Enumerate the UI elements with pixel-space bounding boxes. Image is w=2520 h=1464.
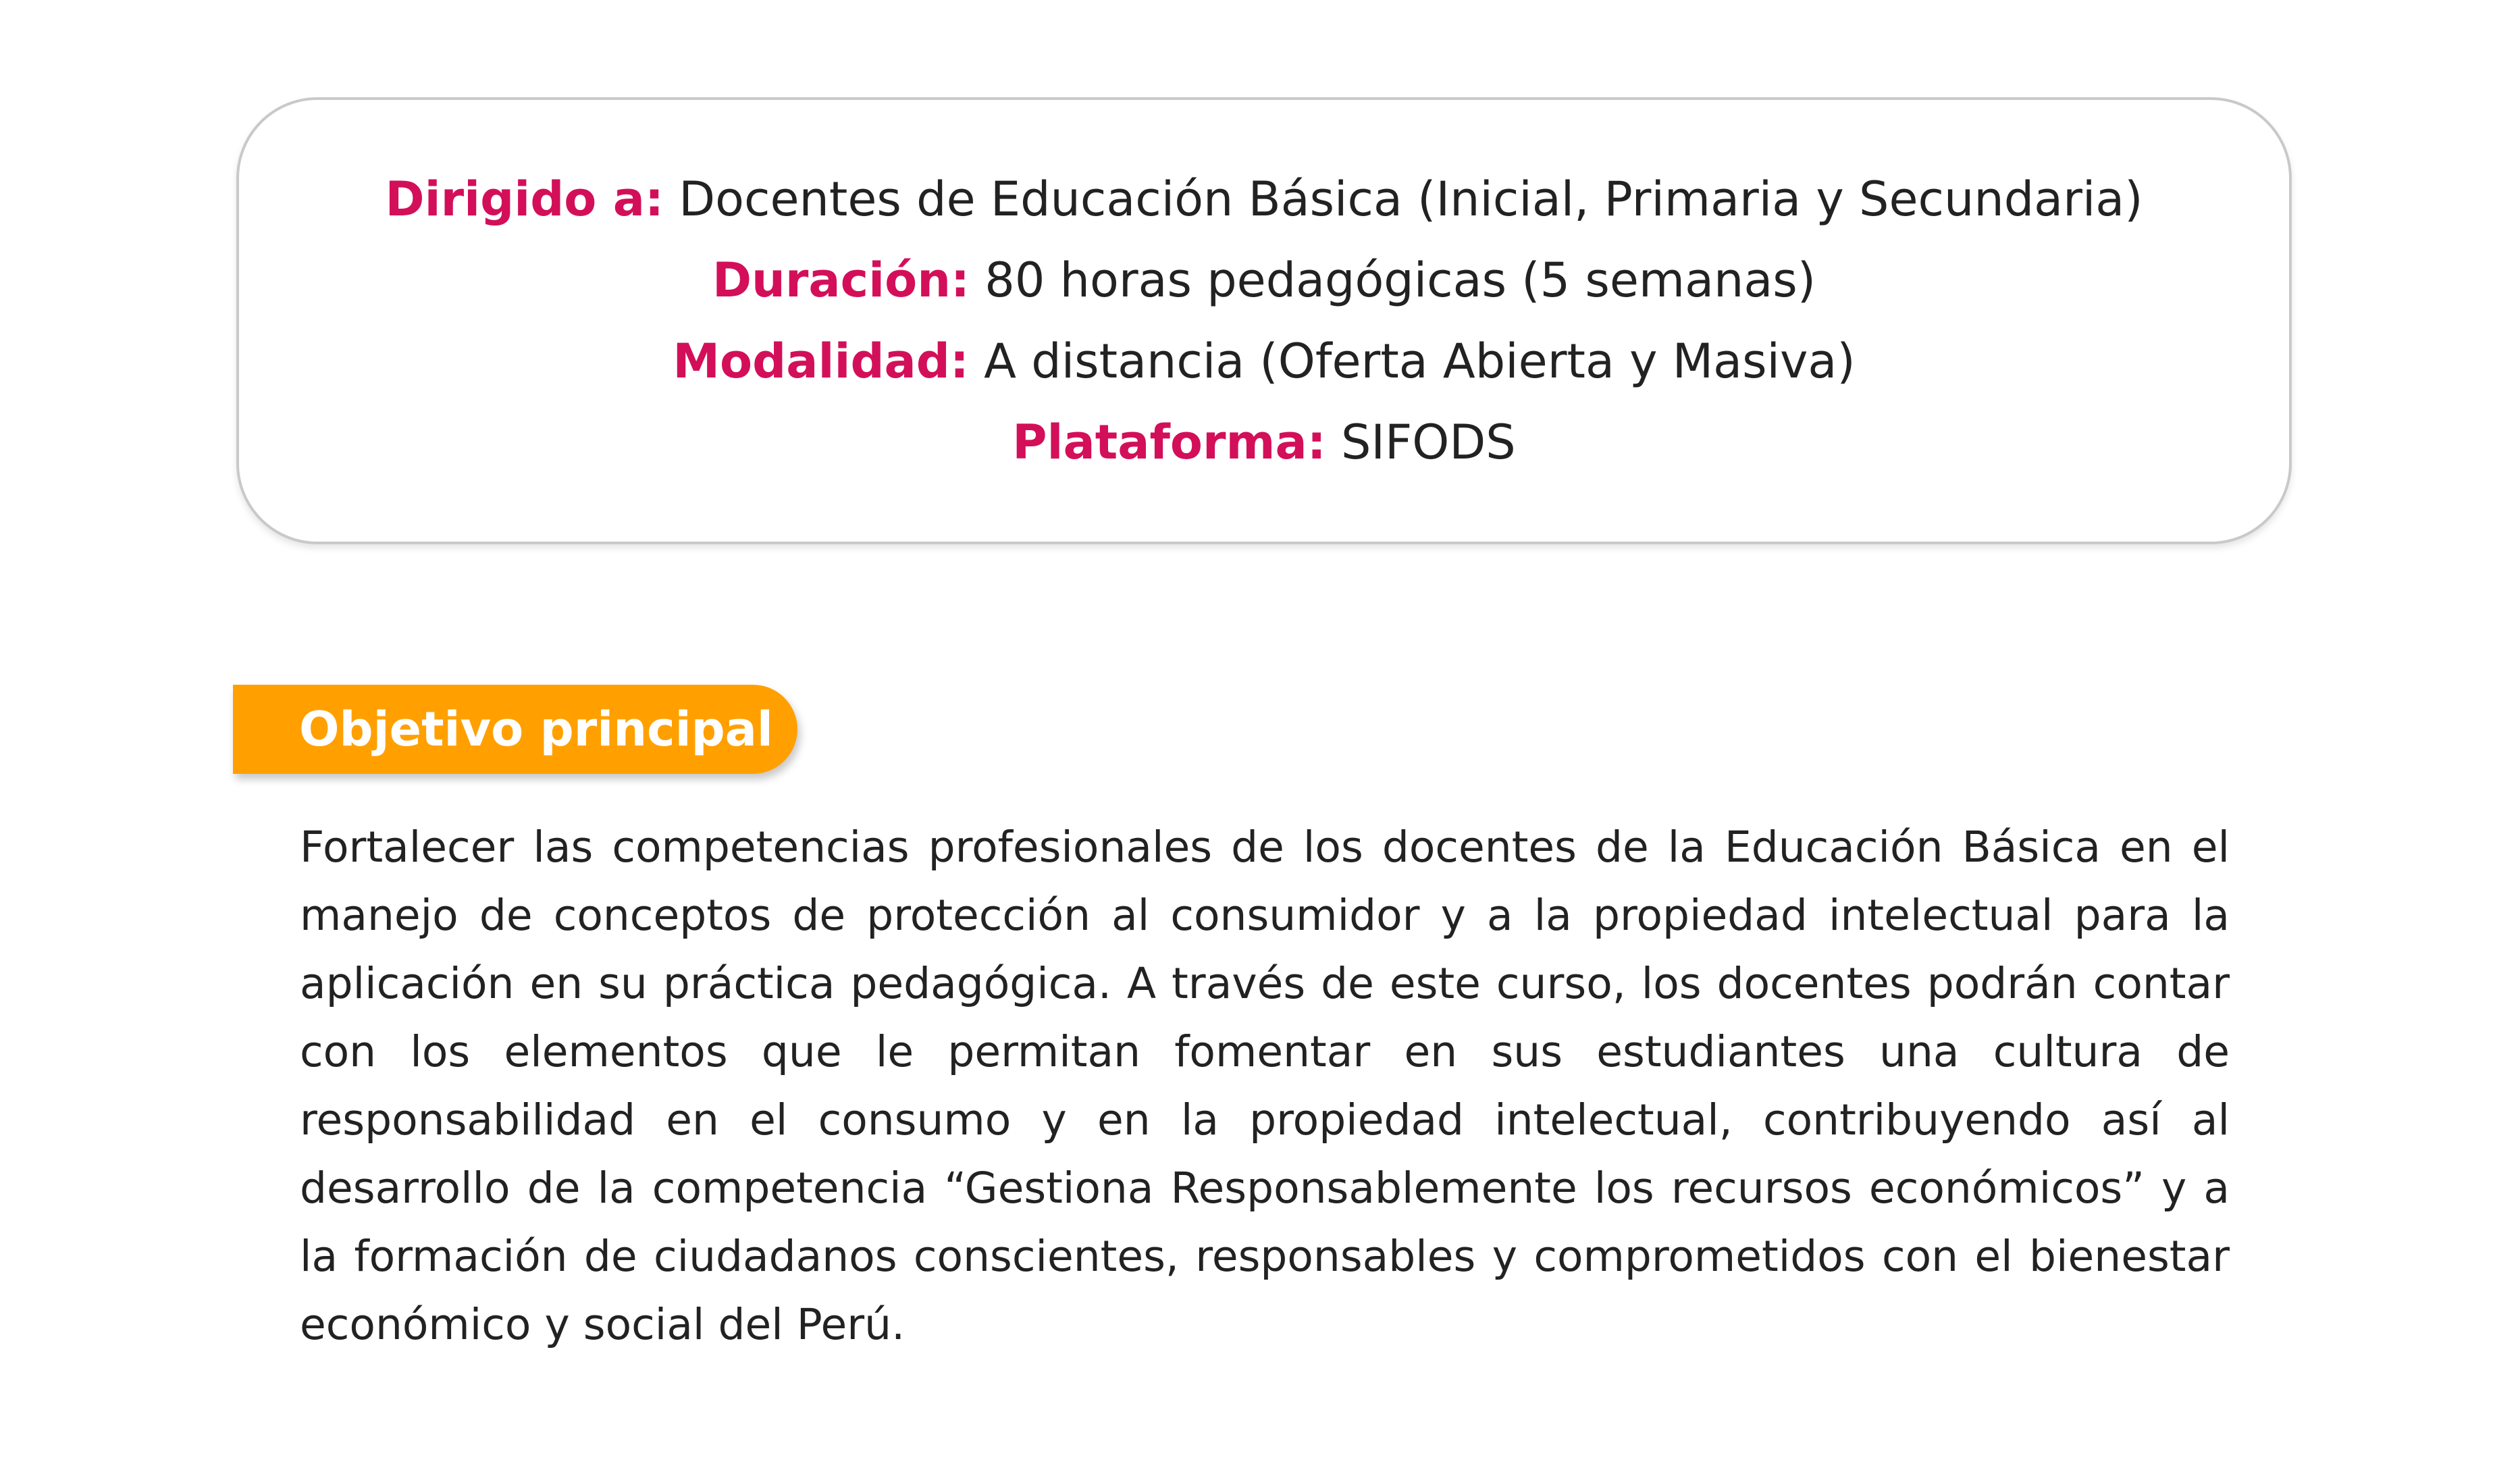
objective-title: Objetivo principal — [299, 702, 773, 757]
info-label-duration: Duración: — [712, 253, 970, 308]
info-value-modality: A distancia (Oferta Abierta y Masiva) — [968, 334, 1856, 389]
info-row-platform: Plataforma: SIFODS — [1012, 402, 1516, 483]
info-label-platform: Plataforma: — [1012, 415, 1326, 470]
info-row-duration: Duración: 80 horas pedagógicas (5 semana… — [712, 240, 1816, 321]
info-value-audience: Docentes de Educación Básica (Inicial, P… — [664, 172, 2143, 227]
info-label-modality: Modalidad: — [673, 334, 969, 389]
objective-section-tag: Objetivo principal — [233, 685, 797, 774]
course-info-card: Dirigido a: Docentes de Educación Básica… — [236, 97, 2292, 544]
objective-body: Fortalecer las competencias profesionale… — [300, 822, 2230, 1349]
info-value-duration: 80 horas pedagógicas (5 semanas) — [970, 253, 1816, 308]
info-value-platform: SIFODS — [1325, 415, 1516, 470]
info-row-modality: Modalidad: A distancia (Oferta Abierta y… — [673, 321, 1855, 402]
info-row-audience: Dirigido a: Docentes de Educación Básica… — [385, 159, 2143, 240]
info-label-audience: Dirigido a: — [385, 172, 664, 227]
